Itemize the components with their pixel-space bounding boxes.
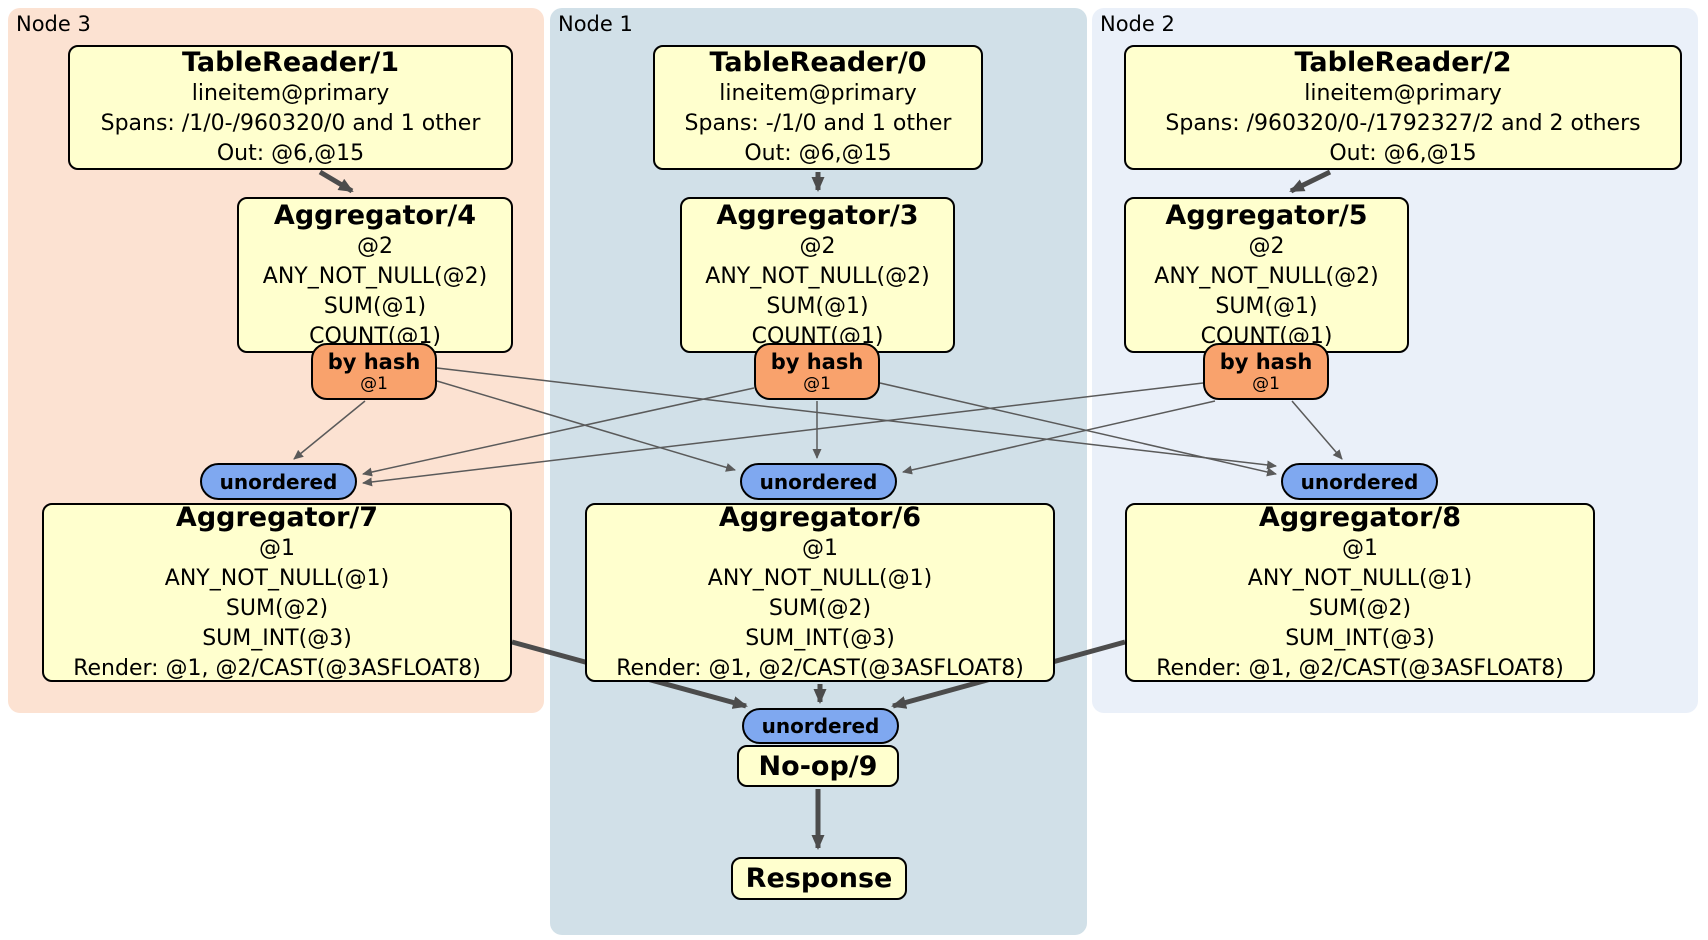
edge-tr1-agg4 (318, 169, 354, 194)
processor-noop-9: No-op/9 (737, 745, 899, 787)
processor-detail-line: lineitem@primary (1304, 81, 1502, 106)
processor-detail-line: ANY_NOT_NULL(@2) (262, 263, 488, 289)
processor-title: TableReader/0 (709, 47, 927, 78)
router-label: by hash (327, 349, 421, 374)
sync-unordered-final: unordered (742, 708, 899, 744)
processor-title: Aggregator/3 (716, 199, 919, 231)
region-label-node2: Node 2 (1100, 12, 1175, 36)
processor-detail-line: SUM(@1) (1215, 293, 1318, 319)
processor-detail-line: @1 (259, 536, 295, 561)
edge-tr2-agg5 (1289, 169, 1332, 194)
region-label-node3: Node 3 (16, 12, 91, 36)
processor-detail-line: SUM_INT(@3) (1285, 626, 1435, 651)
router-by-hash-left: by hash @1 (311, 343, 437, 400)
edge-hashC-syncR (879, 382, 1277, 477)
processor-detail-line: SUM(@2) (225, 596, 329, 621)
edge-hashL-syncR (436, 367, 1277, 470)
router-by-hash-right: by hash @1 (1203, 343, 1329, 400)
processor-detail-line: Out: @6,@15 (216, 141, 365, 166)
processor-detail-line: SUM(@2) (1308, 596, 1412, 621)
processor-title: Aggregator/4 (273, 199, 477, 231)
sync-label: unordered (1300, 469, 1419, 494)
processor-title: Aggregator/6 (718, 502, 922, 533)
processor-aggregator-4: Aggregator/4 @2 ANY_NOT_NULL(@2) SUM(@1)… (237, 197, 513, 353)
router-label: by hash (770, 349, 864, 374)
sync-unordered-left: unordered (200, 463, 357, 500)
processor-detail-line: SUM(@1) (766, 293, 869, 319)
processor-detail-line: @2 (1248, 233, 1285, 259)
processor-detail-line: Render: @1, @2/CAST(@3ASFLOAT8) (1156, 656, 1564, 681)
sync-unordered-right: unordered (1281, 463, 1438, 500)
edge-hashL-syncL (293, 400, 366, 460)
processor-aggregator-7: Aggregator/7 @1 ANY_NOT_NULL(@1) SUM(@2)… (42, 502, 512, 682)
response-node: Response (731, 857, 907, 900)
edge-hashR-syncL (362, 382, 1204, 487)
processor-detail-line: @2 (357, 233, 393, 259)
processor-title: Aggregator/5 (1165, 199, 1368, 231)
processor-detail-line: ANY_NOT_NULL(@2) (1154, 263, 1379, 289)
processor-detail-line: lineitem@primary (719, 81, 917, 106)
processor-title: TableReader/1 (182, 47, 399, 78)
processor-aggregator-5: Aggregator/5 @2 ANY_NOT_NULL(@2) SUM(@1)… (1124, 197, 1409, 353)
processor-detail-line: @1 (802, 536, 838, 561)
processor-aggregator-3: Aggregator/3 @2 ANY_NOT_NULL(@2) SUM(@1)… (680, 197, 955, 353)
sync-label: unordered (759, 469, 878, 494)
processor-detail-line: @2 (799, 233, 836, 259)
processor-title: Aggregator/8 (1258, 502, 1462, 533)
sync-label: unordered (219, 469, 338, 494)
processor-detail-line: Out: @6,@15 (744, 141, 892, 166)
router-arg: @1 (1252, 373, 1280, 394)
processor-detail-line: SUM(@2) (768, 596, 872, 621)
edge-hashR-syncR (1291, 400, 1343, 460)
region-label-node1: Node 1 (558, 12, 633, 36)
processor-aggregator-8: Aggregator/8 @1 ANY_NOT_NULL(@1) SUM(@2)… (1125, 502, 1595, 682)
sync-unordered-center: unordered (740, 463, 897, 500)
processor-detail-line: @1 (1342, 536, 1378, 561)
processor-detail-line: SUM(@1) (323, 293, 427, 319)
processor-detail-line: Render: @1, @2/CAST(@3ASFLOAT8) (73, 656, 481, 681)
processor-detail-line: ANY_NOT_NULL(@2) (705, 263, 930, 289)
router-label: by hash (1219, 349, 1313, 374)
processor-detail-line: Spans: /960320/0-/1792327/2 and 2 others (1165, 111, 1641, 136)
edge-hashC-syncL (362, 387, 755, 477)
processor-detail-line: lineitem@primary (191, 81, 390, 106)
processor-detail-line: Spans: -/1/0 and 1 other (684, 111, 952, 136)
processor-tablereader-1: TableReader/1 lineitem@primary Spans: /1… (68, 45, 513, 170)
router-by-hash-center: by hash @1 (754, 343, 880, 400)
processor-tablereader-0: TableReader/0 lineitem@primary Spans: -/… (653, 45, 983, 170)
processor-detail-line: ANY_NOT_NULL(@1) (164, 566, 390, 591)
processor-detail-line: ANY_NOT_NULL(@1) (707, 566, 933, 591)
processor-detail-line: Out: @6,@15 (1329, 141, 1477, 166)
edge-hashR-syncC (902, 400, 1216, 475)
router-arg: @1 (360, 373, 388, 394)
router-arg: @1 (803, 373, 831, 394)
processor-detail-line: ANY_NOT_NULL(@1) (1247, 566, 1473, 591)
processor-aggregator-6: Aggregator/6 @1 ANY_NOT_NULL(@1) SUM(@2)… (585, 502, 1055, 682)
processor-detail-line: SUM_INT(@3) (202, 626, 352, 651)
processor-detail-line: Spans: /1/0-/960320/0 and 1 other (100, 111, 481, 136)
processor-detail-line: Render: @1, @2/CAST(@3ASFLOAT8) (616, 656, 1024, 681)
processor-title: Aggregator/7 (175, 502, 379, 533)
processor-tablereader-2: TableReader/2 lineitem@primary Spans: /9… (1124, 45, 1682, 170)
processor-detail-line: SUM_INT(@3) (745, 626, 895, 651)
processor-title: Response (745, 863, 893, 894)
sync-label: unordered (761, 714, 880, 738)
processor-title: No-op/9 (758, 750, 878, 782)
processor-title: TableReader/2 (1294, 47, 1512, 78)
